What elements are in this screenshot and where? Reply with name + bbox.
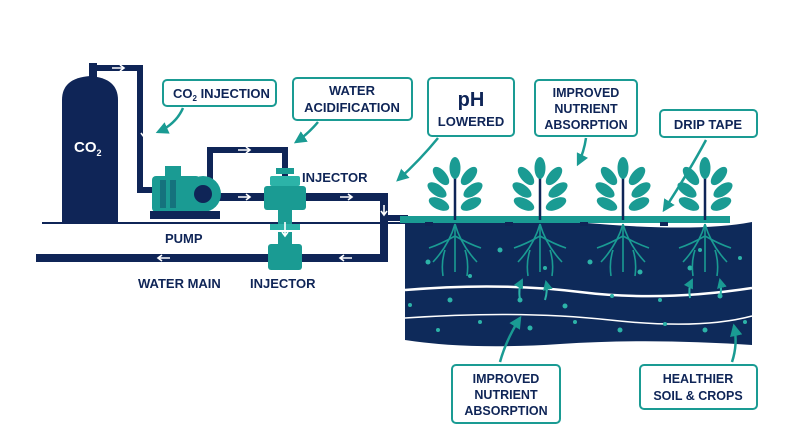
- water-acidification-line1: WATER: [329, 83, 376, 98]
- co2-tank: CO2: [62, 63, 118, 222]
- plant-icon: [512, 157, 568, 277]
- injector-icon-lower: [268, 222, 302, 270]
- improved-top-line2: NUTRIENT: [554, 102, 618, 116]
- arrow-icon: [730, 323, 743, 363]
- co2-injection-sub: 2: [193, 94, 198, 103]
- plant-row: [427, 157, 733, 277]
- water-acidification-line2: ACIDIFICATION: [304, 100, 400, 115]
- improved-top-line1: IMPROVED: [553, 86, 620, 100]
- soil-nutrient-dots: [408, 247, 747, 333]
- arrow-icon: [662, 139, 708, 213]
- callout-drip-tape: DRIP TAPE: [659, 109, 758, 138]
- plant-icon: [595, 157, 651, 277]
- plant-icon: [427, 157, 483, 277]
- uptake-arrows: [513, 278, 727, 301]
- healthier-line1: HEALTHIER: [663, 372, 734, 386]
- injector-bottom-label: INJECTOR: [250, 276, 316, 291]
- arrow-icon: [498, 315, 522, 363]
- callout-ph-lowered: pH LOWERED: [427, 77, 515, 137]
- ph-lowered-line1: pH: [458, 89, 485, 111]
- co2-injection-prefix: CO: [173, 86, 193, 101]
- pump-icon: [150, 166, 221, 219]
- ph-lowered-line2: LOWERED: [438, 114, 504, 129]
- drip-tape-line: [400, 216, 730, 223]
- drip-emitters: [425, 222, 668, 226]
- improved-bottom-line3: ABSORPTION: [464, 404, 547, 418]
- drip-tape-text: DRIP TAPE: [674, 117, 742, 132]
- tank-label-sub: 2: [97, 148, 102, 158]
- healthier-line2: SOIL & CROPS: [653, 389, 742, 403]
- callout-improved-top: IMPROVED NUTRIENT ABSORPTION: [534, 79, 638, 137]
- arrow-icon: [155, 107, 185, 134]
- injector-icon: [264, 168, 306, 230]
- callout-co2-injection: CO2 INJECTION: [162, 79, 277, 107]
- improved-bottom-line1: IMPROVED: [473, 372, 540, 386]
- water-main-label: WATER MAIN: [138, 276, 221, 291]
- improved-bottom-line2: NUTRIENT: [474, 388, 538, 402]
- soil-field: [404, 219, 753, 347]
- svg-text:CO2 INJECTION: CO2 INJECTION: [173, 86, 270, 103]
- svg-text:CO2: CO2: [74, 139, 102, 158]
- pump-label: PUMP: [165, 231, 203, 246]
- tank-label: CO: [74, 139, 97, 156]
- arrow-icon: [576, 137, 589, 167]
- arrow-icon: [293, 121, 319, 144]
- injector-top-label: INJECTOR: [302, 170, 368, 185]
- co2-injection-text: INJECTION: [197, 86, 270, 101]
- callout-improved-bottom: IMPROVED NUTRIENT ABSORPTION: [451, 364, 561, 424]
- flow-arrows: [112, 64, 388, 262]
- callout-healthier: HEALTHIER SOIL & CROPS: [639, 364, 758, 410]
- improved-top-line3: ABSORPTION: [544, 118, 627, 132]
- arrow-icon: [396, 137, 439, 182]
- callout-water-acidification: WATER ACIDIFICATION: [292, 77, 413, 121]
